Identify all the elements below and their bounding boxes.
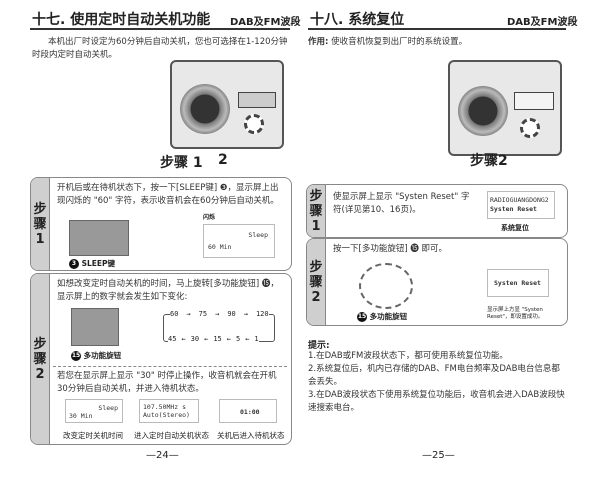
- tip-item: 1.在DAB或FM波段状态下，都可使用系统复位功能。: [308, 351, 508, 361]
- tips-title: 提示:: [308, 341, 330, 351]
- left-page-title: 十七. 使用定时自动关机功能: [32, 12, 211, 28]
- divider: [53, 366, 287, 367]
- reset-lcd-2: Systen Reset: [487, 269, 549, 297]
- page-number-24: —24—: [146, 450, 179, 461]
- tip-item: 2.系统复位后，机内已存储的DAB、FM电台频率及DAB电台信息都会丢失。: [308, 364, 560, 387]
- reset-step2-text: 按一下[多功能旋钮] ⓯ 即可。: [333, 244, 448, 254]
- figure-step-2-label: 2: [218, 152, 228, 168]
- reset-step1-text: 使显示屏上显示 "Systen Reset" 字符(详见第10、16页)。: [333, 192, 470, 215]
- radio-illustration-right: [448, 60, 562, 156]
- speaker-icon: [458, 86, 508, 136]
- left-band-label: DAB及FM波段: [230, 17, 301, 28]
- flash-label: 闪烁: [203, 214, 216, 221]
- step1-text: 开机后或在待机状态下，按一下[SLEEP键] ❸，显示屏上出现闪烁的 "60" …: [57, 183, 279, 206]
- right-page-title: 十八. 系统复位: [310, 12, 405, 28]
- knob-caption-right: 15 多功能旋钮: [357, 312, 408, 322]
- sleep-button-caption: 3 SLEEP键: [69, 258, 115, 269]
- cycle-top-row: 60→75→90→120: [170, 310, 269, 318]
- sleep-button-photo: [69, 220, 129, 256]
- step2-text2: 若您在显示屏上显示 "30" 时停止操作，收音机就会在开机30分钟后自动关机，并…: [57, 371, 277, 394]
- right-header-rule: [308, 28, 566, 30]
- knob-caption: 15 多功能旋钮: [71, 351, 122, 361]
- sleep-lcd: Sleep 60 Min: [203, 224, 275, 258]
- display-window: [238, 92, 276, 108]
- left-header-rule: [30, 28, 290, 30]
- figure-step-label: 步骤 1: [160, 155, 203, 171]
- radio-illustration: [170, 60, 284, 149]
- tips-list: 1.在DAB或FM波段状态下，都可使用系统复位功能。 2.系统复位后，机内已存储…: [308, 350, 566, 415]
- multifunction-knob: [244, 114, 264, 134]
- left-intro: 本机出厂时设定为60分钟后自动关机，您也可选择在1-120分钟时段内定时自动关机…: [32, 37, 288, 60]
- knob-photo: [71, 308, 119, 346]
- cycle-bottom-row: 45←30←15←5←1: [168, 335, 259, 343]
- display-window: [514, 92, 554, 110]
- purpose-line: 作用: 使收音机恢复到出厂时的系统设置。: [308, 37, 468, 47]
- caption-enter-timer: 进入定时自动关机状态: [134, 431, 209, 440]
- right-band-label: DAB及FM波段: [507, 17, 578, 28]
- step2-text: 如想改变定时自动关机的时间，马上旋转[多功能旋钮] ⓯，显示屏上的数字就会发生如…: [57, 279, 279, 302]
- lcd-clock: 01:00: [219, 399, 277, 423]
- multifunction-knob: [520, 118, 540, 138]
- caption-standby: 关机后进入待机状态: [217, 431, 285, 440]
- tip-item: 3.在DAB波段状态下使用系统复位功能后，收音机会进入DAB波段快速搜索电台。: [308, 390, 565, 413]
- knob-drawing: [359, 263, 413, 309]
- speaker-icon: [180, 84, 230, 134]
- page-number-25: —25—: [422, 450, 455, 461]
- sleep-time-cycle: 60→75→90→120 45←30←15←5←1: [163, 310, 275, 343]
- reset-caption: 系统复位: [501, 224, 529, 232]
- figure-step-label-right: 步骤2: [470, 153, 508, 169]
- reset-note: 显示屏上方显 "Systen Reset"，即设置成功。: [487, 307, 544, 320]
- caption-change-time: 改变定时关机时间: [63, 431, 123, 440]
